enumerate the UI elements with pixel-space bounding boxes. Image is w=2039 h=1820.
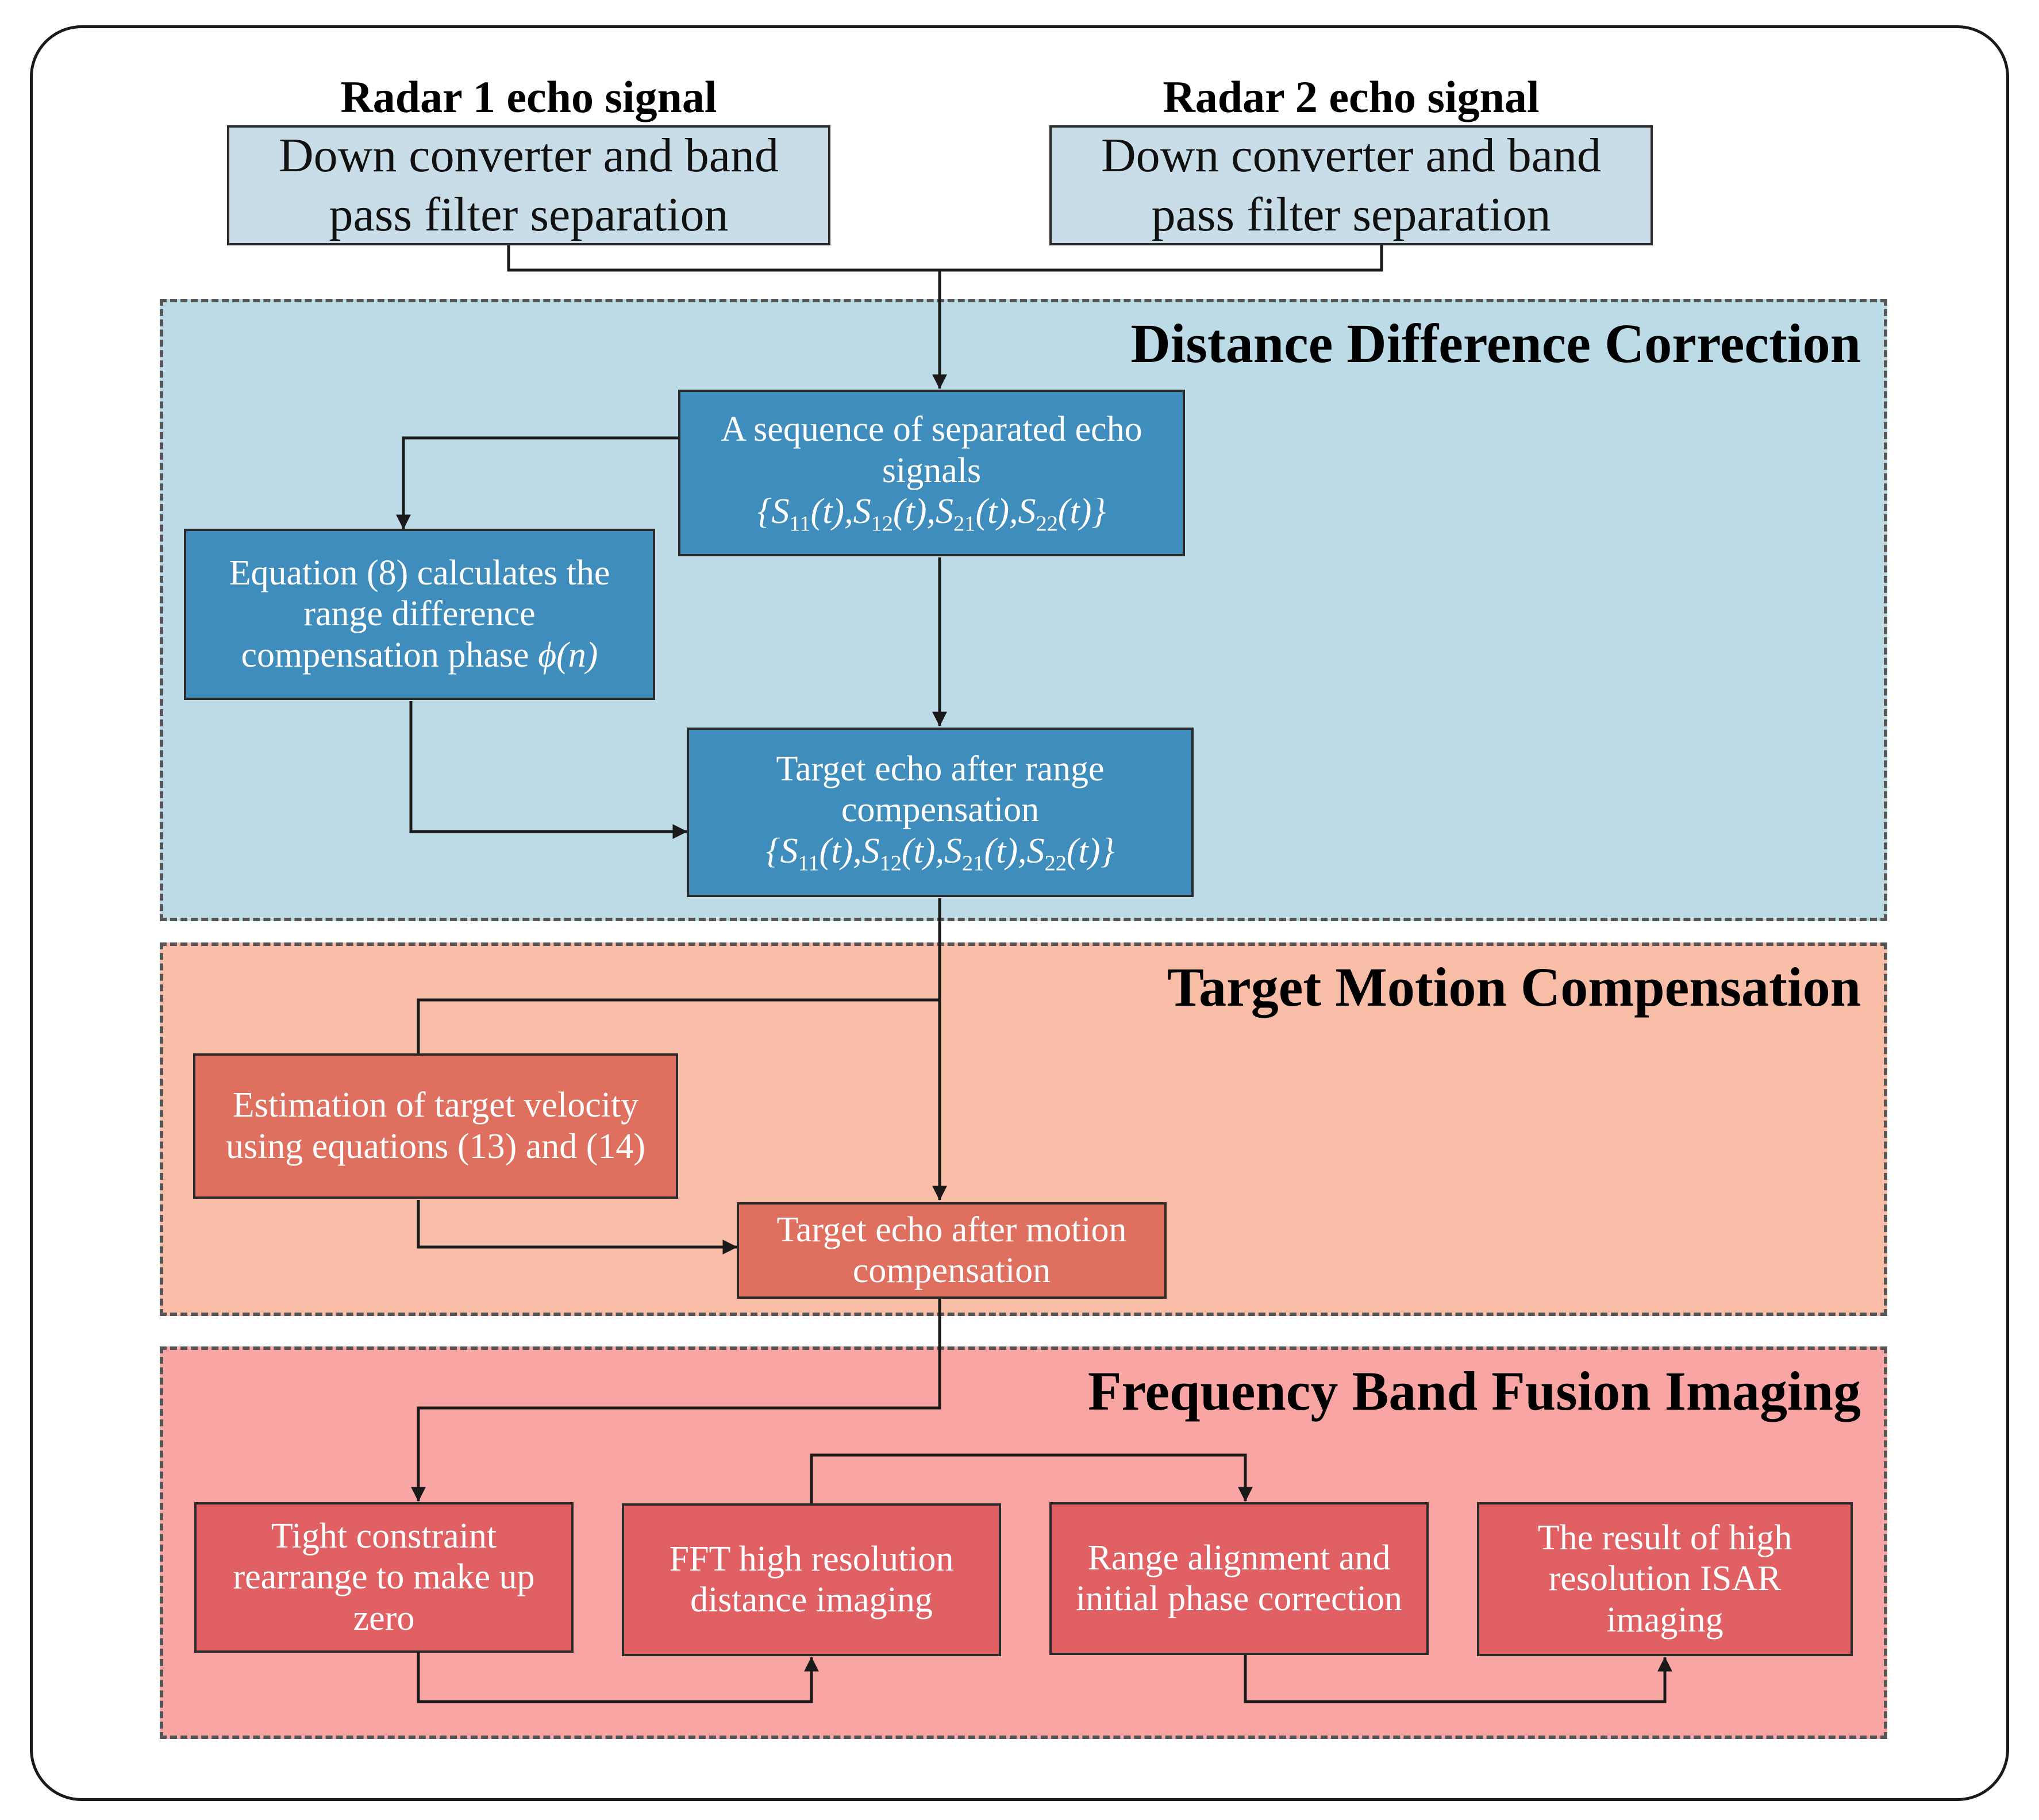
- sequence-line2: signals: [882, 451, 982, 490]
- arrow-fft-to-alignment: [810, 1453, 1253, 1503]
- separated-echo-sequence-box: A sequence of separated echo signals {S1…: [678, 390, 1185, 556]
- range-comp-line2: compensation: [841, 790, 1040, 830]
- arrow-equation-to-range-comp: [409, 701, 688, 839]
- velocity-line1: Estimation of target velocity: [232, 1086, 639, 1125]
- signal-subscript: 11: [798, 851, 820, 875]
- signal-subscript: 12: [871, 511, 893, 536]
- equation-line3: compensation phase ϕ(n): [241, 635, 598, 676]
- equation-line1: Equation (8) calculates the: [229, 553, 610, 593]
- motion-comp-line2: compensation: [852, 1251, 1051, 1290]
- arrow-alignment-to-result: [1244, 1655, 1672, 1703]
- rearrange-line3: zero: [353, 1598, 415, 1638]
- equation-line2: range difference: [303, 594, 536, 634]
- signal-subscript: 21: [962, 851, 984, 875]
- section-title-motion: Target Motion Compensation: [1167, 956, 1861, 1018]
- fft-line1: FFT high resolution: [669, 1539, 954, 1579]
- alignment-line1: Range alignment and: [1087, 1538, 1391, 1577]
- result-line3: imaging: [1606, 1600, 1723, 1640]
- range-difference-phase-box: Equation (8) calculates the range differ…: [184, 529, 655, 700]
- diagram-frame: [30, 25, 2009, 1801]
- radar1-title: Radar 1 echo signal: [340, 72, 717, 122]
- fft-distance-imaging-box: FFT high resolution distance imaging: [622, 1503, 1001, 1656]
- signal-subscript: 22: [1044, 851, 1067, 875]
- signal-subscript: 21: [953, 511, 976, 536]
- arrow-velocity-to-motion-comp: [417, 1200, 738, 1255]
- signal-subscript: 12: [879, 851, 902, 875]
- radar2-title: Radar 2 echo signal: [1163, 72, 1540, 122]
- isar-imaging-result-box: The result of high resolution ISAR imagi…: [1477, 1502, 1853, 1656]
- tight-constraint-rearrange-box: Tight constraint rearrange to make up ze…: [194, 1502, 574, 1653]
- arrow-to-equation: [396, 436, 678, 530]
- motion-comp-line1: Target echo after motion: [776, 1210, 1127, 1249]
- radar1-line1: Down converter and band: [278, 129, 779, 183]
- range-compensated-echo-box: Target echo after range compensation {S1…: [687, 728, 1194, 897]
- rearrange-line1: Tight constraint: [271, 1517, 497, 1556]
- radar2-line2: pass filter separation: [1151, 187, 1551, 241]
- range-alignment-box: Range alignment and initial phase correc…: [1049, 1502, 1429, 1655]
- section-title-fusion: Frequency Band Fusion Imaging: [1087, 1360, 1861, 1422]
- signal-subscript: 22: [1036, 511, 1058, 536]
- alignment-line2: initial phase correction: [1075, 1579, 1403, 1618]
- signal-set-formula: {S11(t),S12(t),S21(t),S22(t)}: [765, 831, 1115, 875]
- motion-compensated-echo-box: Target echo after motion compensation: [737, 1202, 1167, 1299]
- rearrange-line2: rearrange to make up: [233, 1557, 535, 1597]
- sequence-line1: A sequence of separated echo: [721, 410, 1142, 449]
- arrow-rearrange-to-fft: [417, 1653, 819, 1703]
- range-comp-line1: Target echo after range: [776, 749, 1105, 788]
- velocity-line2: using equations (13) and (14): [225, 1126, 646, 1166]
- signal-set-formula: {S11(t),S12(t),S21(t),S22(t)}: [757, 492, 1106, 536]
- radar1-line2: pass filter separation: [329, 187, 729, 241]
- radar2-line1: Down converter and band: [1101, 129, 1602, 183]
- radar1-downconverter-box: Down converter and band pass filter sepa…: [227, 125, 830, 245]
- equation-line3-text: compensation phase: [241, 635, 529, 675]
- signal-subscript: 11: [789, 511, 811, 536]
- velocity-estimation-box: Estimation of target velocity using equa…: [193, 1053, 678, 1199]
- phase-symbol: ϕ(n): [538, 635, 598, 675]
- line-to-velocity: [417, 998, 940, 1053]
- section-title-distance: Distance Difference Correction: [1130, 313, 1861, 374]
- result-line1: The result of high: [1537, 1518, 1792, 1558]
- radar2-downconverter-box: Down converter and band pass filter sepa…: [1049, 125, 1653, 245]
- merge-line: [507, 244, 1383, 272]
- arrow-to-rearrange: [411, 1299, 941, 1502]
- fft-line2: distance imaging: [690, 1580, 933, 1619]
- result-line2: resolution ISAR: [1548, 1559, 1782, 1599]
